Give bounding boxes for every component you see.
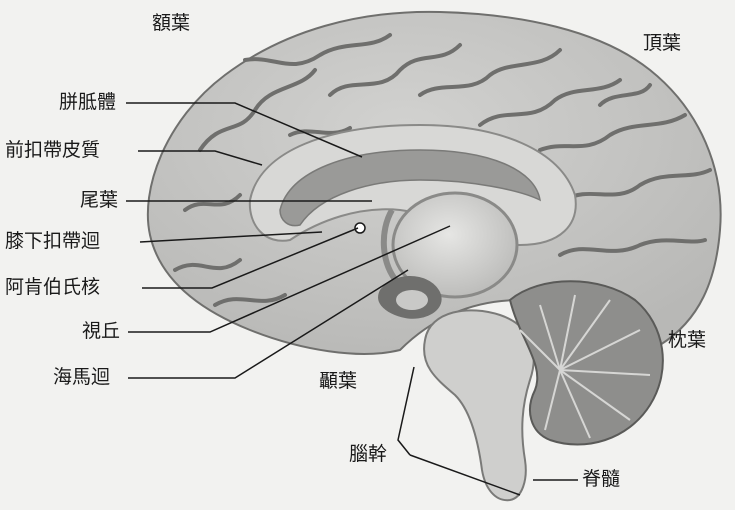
label-brainstem: 腦幹 [349, 445, 387, 464]
label-anterior-cingulate: 前扣帶皮質 [5, 141, 100, 160]
label-temporal-lobe: 顳葉 [319, 372, 357, 391]
label-corpus-callosum: 胼胝體 [59, 93, 116, 112]
label-occipital-lobe: 枕葉 [668, 331, 706, 350]
label-subgenual-cingulate: 膝下扣帶迴 [5, 232, 100, 251]
label-nucleus-accumbens: 阿肯伯氏核 [5, 278, 100, 297]
brainstem-shape [424, 310, 534, 500]
label-caudate: 尾葉 [80, 191, 118, 210]
label-hippocampus: 海馬迴 [53, 368, 110, 387]
label-spinal-cord: 脊髓 [582, 470, 620, 489]
label-parietal-lobe: 頂葉 [643, 34, 681, 53]
label-thalamus: 視丘 [82, 322, 120, 341]
label-frontal-lobe: 額葉 [152, 14, 190, 33]
